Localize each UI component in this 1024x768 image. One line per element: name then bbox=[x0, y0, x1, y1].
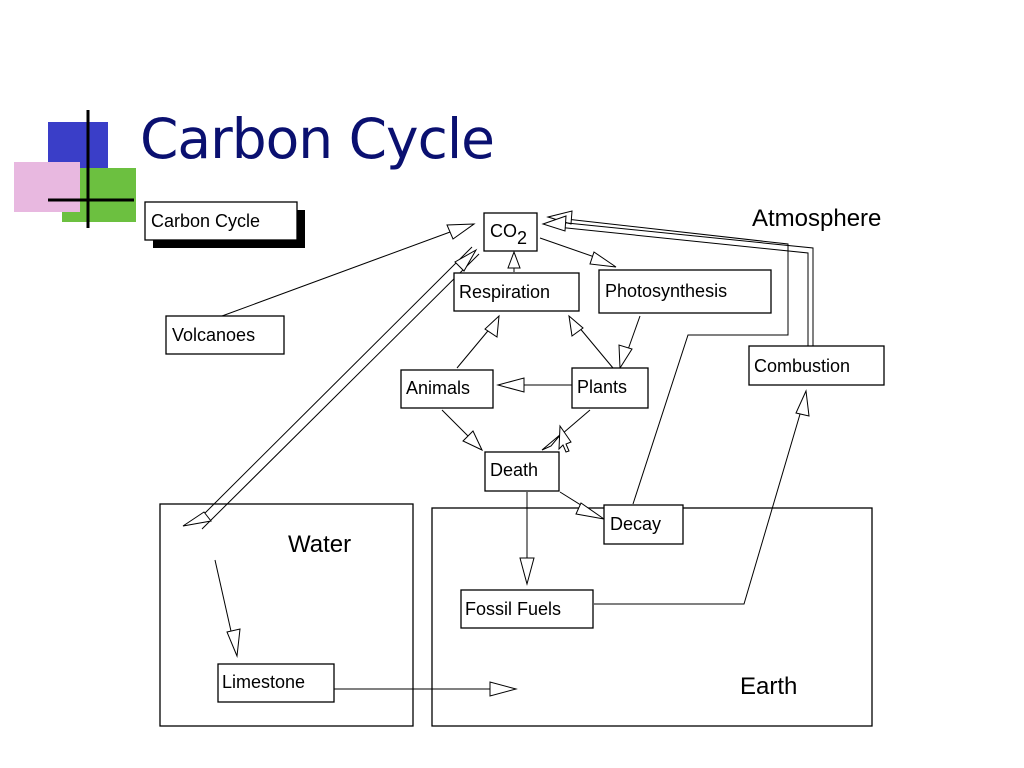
arrow-respiration-to-co2 bbox=[507, 250, 521, 272]
arrow-limestone-to-earth bbox=[334, 681, 518, 697]
svg-text:CO: CO bbox=[490, 221, 517, 241]
arrow-photosynthesis-to-plants bbox=[618, 315, 641, 370]
arrow-death-to-fossil-fuels bbox=[519, 492, 535, 586]
svg-text:Limestone: Limestone bbox=[222, 672, 305, 692]
node-co2: CO 2 bbox=[483, 212, 538, 252]
node-combustion: Combustion bbox=[748, 345, 885, 386]
node-respiration: Respiration bbox=[453, 272, 580, 312]
arrow-co2-to-photosynthesis bbox=[539, 237, 617, 268]
svg-text:Photosynthesis: Photosynthesis bbox=[605, 281, 727, 301]
logo-pink-square bbox=[14, 162, 80, 212]
svg-text:Animals: Animals bbox=[406, 378, 470, 398]
arrow-combustion-to-co2 bbox=[541, 215, 814, 346]
slide-logo bbox=[14, 110, 136, 228]
arrow-fossil-fuels-to-combustion bbox=[594, 389, 810, 605]
svg-text:Death: Death bbox=[490, 460, 538, 480]
arrow-plants-to-animals bbox=[496, 377, 572, 393]
arrow-death-to-decay bbox=[559, 491, 605, 520]
node-limestone: Limestone bbox=[217, 663, 335, 703]
svg-text:Respiration: Respiration bbox=[459, 282, 550, 302]
arrow-animals-to-death bbox=[441, 409, 484, 452]
node-volcanoes: Volcanoes bbox=[165, 315, 285, 355]
water-label: Water bbox=[288, 531, 351, 558]
node-death: Death bbox=[484, 451, 560, 492]
slide-title: Carbon Cycle bbox=[140, 107, 495, 171]
arrow-plants-to-respiration bbox=[568, 314, 614, 369]
earth-label: Earth bbox=[740, 673, 797, 700]
node-fossil-fuels: Fossil Fuels bbox=[460, 589, 594, 629]
atmosphere-label: Atmosphere bbox=[752, 205, 881, 232]
svg-text:Fossil Fuels: Fossil Fuels bbox=[465, 599, 561, 619]
legend-box: Carbon Cycle bbox=[144, 201, 305, 248]
node-decay: Decay bbox=[603, 504, 684, 545]
arrow-plants-to-death bbox=[541, 409, 591, 453]
svg-text:Plants: Plants bbox=[577, 377, 627, 397]
arrow-animals-to-respiration bbox=[456, 314, 500, 369]
node-animals: Animals bbox=[400, 369, 494, 409]
svg-text:Combustion: Combustion bbox=[754, 356, 850, 376]
legend-label: Carbon Cycle bbox=[151, 211, 260, 231]
svg-text:Volcanoes: Volcanoes bbox=[172, 325, 255, 345]
arrow-volcanoes-to-co2 bbox=[221, 223, 476, 317]
node-plants: Plants bbox=[571, 367, 649, 409]
arrow-water-to-limestone bbox=[214, 559, 241, 658]
node-photosynthesis: Photosynthesis bbox=[598, 269, 772, 314]
arrow-co2-water-exchange bbox=[182, 246, 480, 530]
node-co2-subscript: 2 bbox=[517, 228, 527, 248]
svg-text:Decay: Decay bbox=[610, 514, 661, 534]
